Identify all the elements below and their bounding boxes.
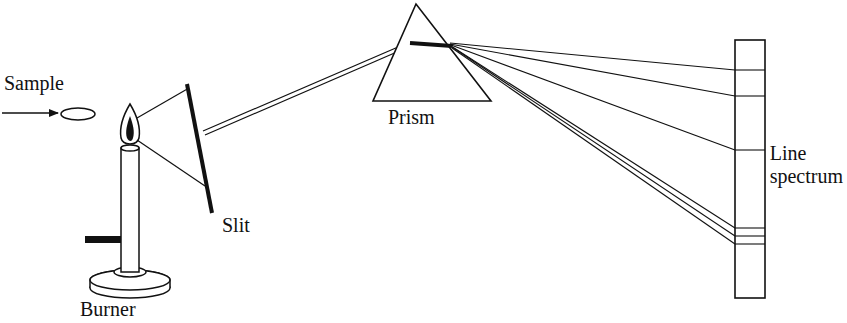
spectral-lines	[735, 70, 765, 244]
dispersed-rays	[450, 43, 735, 244]
light-ray	[137, 88, 189, 118]
light-ray	[137, 140, 205, 186]
burner-symbol	[85, 145, 170, 298]
slit-plate	[187, 84, 212, 213]
flame	[121, 104, 140, 144]
burner-label: Burner	[80, 298, 136, 321]
sample-label: Sample	[4, 72, 64, 95]
sample-loop	[61, 108, 95, 120]
prism-symbol	[373, 4, 491, 101]
prism-label: Prism	[388, 106, 435, 129]
refracted-beam	[410, 43, 452, 46]
detector-strip	[735, 40, 765, 298]
slit-label: Slit	[222, 214, 250, 237]
sample-arrow	[2, 112, 58, 114]
line-spectrum-label: Line spectrum	[770, 142, 843, 188]
